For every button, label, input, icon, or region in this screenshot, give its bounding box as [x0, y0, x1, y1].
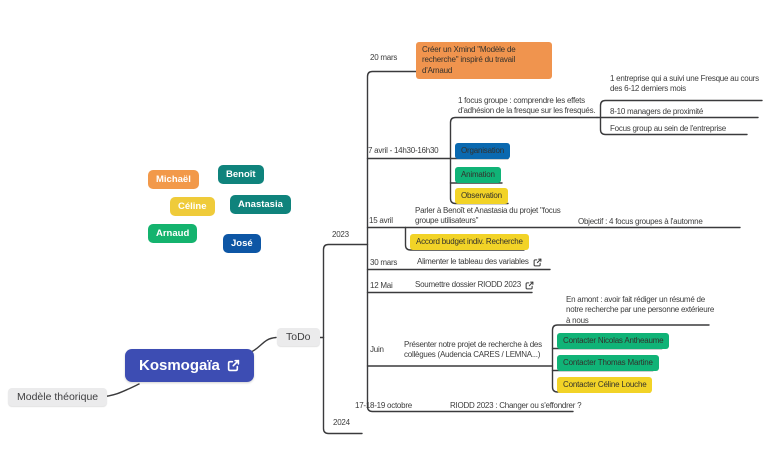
tag-benoit[interactable]: Benoît	[218, 165, 264, 184]
tag-celine[interactable]: Céline	[170, 197, 215, 216]
task-contacter-celine[interactable]: Contacter Céline Louche	[557, 377, 653, 394]
topic-presenter-projet[interactable]: Présenter notre projet de recherche à de…	[404, 340, 542, 360]
topic-label: Soumettre dossier RIODD 2023	[415, 280, 521, 289]
date-juin[interactable]: Juin	[370, 345, 384, 354]
task-contacter-nicolas[interactable]: Contacter Nicolas Antheaume	[557, 333, 670, 350]
topic-soumettre-riodd[interactable]: Soumettre dossier RIODD 2023	[415, 280, 534, 290]
connector-line	[449, 116, 598, 205]
external-link-icon[interactable]	[525, 281, 534, 290]
role-observation[interactable]: Observation	[455, 188, 508, 205]
task-accord-budget[interactable]: Accord budget indiv. Recherche	[410, 234, 529, 251]
date-17-18-19-octobre[interactable]: 17-18-19 octobre	[355, 401, 412, 410]
topic-todo[interactable]: ToDo	[277, 328, 320, 346]
topic-alimenter-tableau[interactable]: Alimenter le tableau des variables	[417, 257, 542, 267]
date-30-mars[interactable]: 30 mars	[370, 258, 398, 267]
task-creer-xmind[interactable]: Créer un Xmind "Modèle de recherche" ins…	[416, 42, 552, 80]
external-link-icon[interactable]	[533, 258, 542, 267]
role-organisation[interactable]: Organisation	[455, 143, 510, 160]
date-15-avril[interactable]: 15 avril	[369, 216, 393, 225]
connector-line	[250, 336, 277, 353]
topic-modele-theorique[interactable]: Modèle théorique	[8, 388, 108, 406]
root-topic-kosmogaia[interactable]: Kosmogaïa	[125, 349, 254, 382]
connector-line	[366, 70, 574, 413]
root-topic-label: Kosmogaïa	[139, 357, 220, 374]
topic-year-2023[interactable]: 2023	[332, 230, 349, 239]
connector-line	[551, 324, 710, 393]
topic-focus-groupe[interactable]: 1 focus groupe : comprendre les effets d…	[458, 96, 596, 116]
date-12-mai[interactable]: 12 Mai	[370, 281, 393, 290]
connector-line	[404, 226, 525, 251]
external-link-icon[interactable]	[227, 359, 240, 372]
topic-managers[interactable]: 8-10 managers de proximité	[610, 107, 704, 116]
topic-riodd-2023[interactable]: RIODD 2023 : Changer ou s'effondrer ?	[450, 401, 582, 410]
tag-anastasia[interactable]: Anastasia	[230, 195, 291, 214]
tag-jose[interactable]: José	[223, 234, 261, 253]
role-animation[interactable]: Animation	[455, 167, 501, 184]
tag-michael[interactable]: Michaël	[148, 170, 199, 189]
connector-line	[322, 243, 369, 435]
topic-focus-group-entreprise[interactable]: Focus group au sein de l'entreprise	[610, 124, 726, 133]
topic-parler-benoit-anastasia[interactable]: Parler à Benoît et Anastasia du projet "…	[415, 206, 561, 226]
tag-arnaud[interactable]: Arnaud	[148, 224, 198, 243]
topic-label: Alimenter le tableau des variables	[417, 257, 529, 266]
task-contacter-thomas[interactable]: Contacter Thomas Martine	[557, 355, 659, 372]
date-7-avril[interactable]: 7 avril - 14h30-16h30	[368, 146, 439, 155]
topic-year-2024[interactable]: 2024	[333, 418, 350, 427]
date-20-mars[interactable]: 20 mars	[370, 53, 398, 62]
topic-entreprise[interactable]: 1 entreprise qui a suivi une Fresque au …	[610, 74, 759, 94]
topic-en-amont-resume[interactable]: En amont : avoir fait rédiger un résumé …	[566, 295, 715, 325]
topic-objectif-focus-groupes[interactable]: Objectif : 4 focus groupes à l'automne	[578, 217, 703, 226]
